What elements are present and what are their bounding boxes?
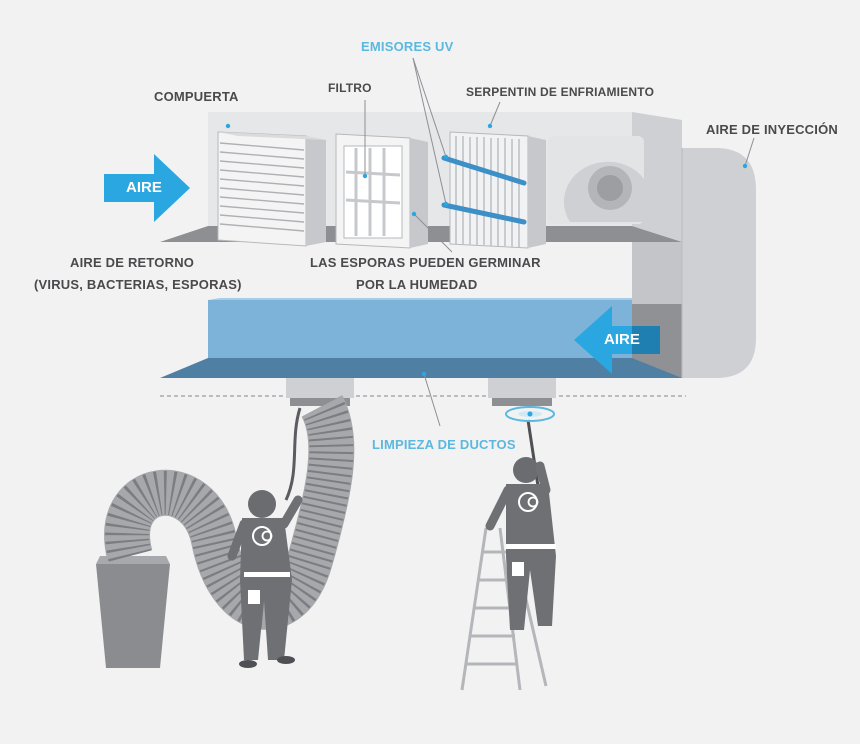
- return-air-arrow: [104, 154, 190, 222]
- label-emisores-uv: EMISORES UV: [361, 39, 454, 54]
- label-aire-retorno-sub: (VIRUS, BACTERIAS, ESPORAS): [34, 277, 242, 292]
- damper-compuerta: [217, 131, 326, 247]
- arrow-label-duct: AIRE: [604, 331, 640, 348]
- return-duct: [160, 298, 682, 378]
- duct-air-arrow: [574, 306, 660, 374]
- arrow-label-left: AIRE: [126, 179, 162, 196]
- ladder: [460, 527, 548, 691]
- company-logo-icon: [252, 526, 273, 546]
- label-esporas-sub: POR LA HUMEDAD: [356, 277, 478, 292]
- company-logo-icon: [518, 492, 539, 512]
- label-esporas: LAS ESPORAS PUEDEN GERMINAR: [310, 255, 541, 270]
- label-filtro: FILTRO: [328, 81, 372, 95]
- label-aire-retorno: AIRE DE RETORNO: [70, 255, 195, 270]
- vacuum-bin: [96, 556, 170, 668]
- label-compuerta: COMPUERTA: [154, 89, 239, 104]
- ceiling-vents: [286, 378, 556, 406]
- pointer-dots: [225, 123, 748, 377]
- cooling-coil-serpentin: [441, 131, 546, 249]
- fan-icon: [548, 136, 650, 224]
- label-aire-inyeccion: AIRE DE INYECCIÓN: [706, 122, 838, 137]
- propeller-brush-icon: [505, 406, 555, 422]
- label-serpentin: SERPENTIN DE ENFRIAMIENTO: [466, 85, 655, 99]
- worker-left: [227, 407, 303, 668]
- pointer-lines: [364, 57, 755, 427]
- filter-filtro: [335, 133, 428, 249]
- label-limpieza: LIMPIEZA DE DUCTOS: [372, 437, 516, 452]
- worker-right: [485, 419, 556, 630]
